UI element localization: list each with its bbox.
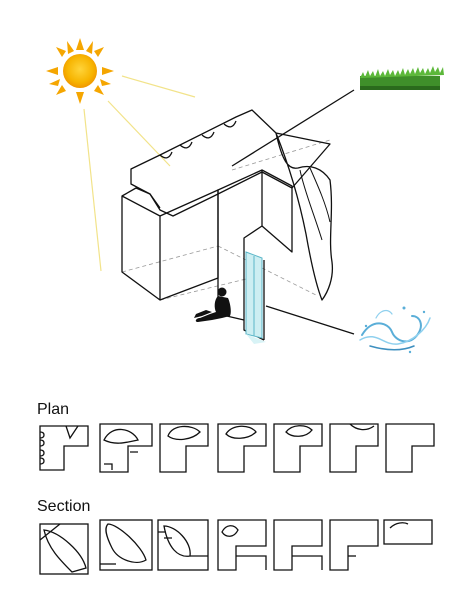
plan-diagram-7 xyxy=(385,423,435,473)
seated-person-silhouette xyxy=(194,287,231,322)
roof-outline xyxy=(130,109,331,217)
section-diagram-6 xyxy=(329,519,379,571)
section-sequence xyxy=(39,519,433,575)
section-label: Section xyxy=(37,498,91,515)
plan-diagram-3 xyxy=(159,423,209,473)
callout-lines xyxy=(231,89,355,335)
sail-roof xyxy=(275,132,334,301)
left-block-top xyxy=(121,187,161,209)
plan-diagram-1 xyxy=(39,425,89,471)
sunlight-rays xyxy=(83,75,196,272)
plan-sequence xyxy=(39,423,435,473)
isometric-building xyxy=(121,109,334,344)
section-diagram-5 xyxy=(273,519,323,571)
section-diagram-1 xyxy=(39,523,89,575)
roof-scallops xyxy=(159,120,237,159)
plan-diagram-2 xyxy=(99,423,153,473)
grass-icon xyxy=(360,66,444,90)
plan-diagram-4 xyxy=(217,423,267,473)
sun-icon xyxy=(46,38,114,104)
left-block-front xyxy=(121,195,161,301)
section-diagram-4 xyxy=(217,519,267,571)
left-block-side xyxy=(159,189,219,301)
section-diagram-7 xyxy=(383,519,433,545)
plan-diagram-6 xyxy=(329,423,379,473)
section-diagram-3 xyxy=(157,519,209,571)
right-wall xyxy=(261,169,293,253)
water-splash-icon xyxy=(359,306,431,354)
section-diagram-2 xyxy=(99,519,153,571)
plan-diagram-5 xyxy=(273,423,323,473)
plan-label: Plan xyxy=(37,401,70,418)
